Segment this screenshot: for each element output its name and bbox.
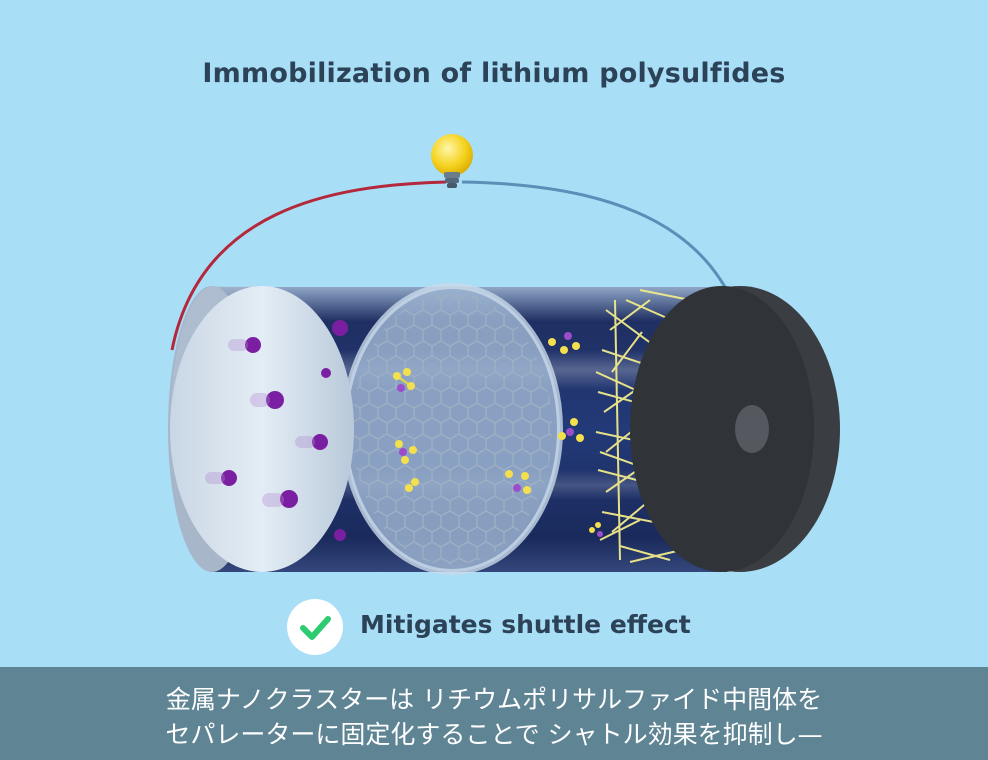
polysulfide-cluster (393, 368, 415, 392)
polysulfide-cluster (589, 522, 603, 537)
cathode-disk (630, 286, 840, 572)
ion-trails (205, 339, 315, 507)
checkmark-icon (300, 616, 331, 640)
caption-line-2: セパレーターに固定化することで シャトル効果を抑制し— (165, 720, 823, 749)
anode-disk (168, 286, 354, 572)
lithium-ions (221, 320, 348, 541)
lightbulb-icon (431, 134, 473, 188)
separator-membrane (341, 283, 563, 575)
caption-bar (0, 667, 988, 760)
caption-line-1: 金属ナノクラスターは リチウムポリサルファイド中間体を (165, 685, 823, 714)
polysulfide-clusters (393, 332, 603, 537)
polysulfide-cluster (505, 470, 531, 494)
polysulfide-cluster (558, 418, 584, 442)
check-badge (287, 599, 343, 655)
battery-diagram (168, 134, 840, 575)
sulfur-fibers (595, 289, 691, 563)
positive-wire (170, 180, 447, 351)
page-title: Immobilization of lithium polysulfides (202, 58, 786, 89)
polysulfide-cluster (548, 332, 580, 354)
polysulfide-cluster (395, 440, 419, 492)
benefit-label: Mitigates shuttle effect (360, 610, 691, 639)
